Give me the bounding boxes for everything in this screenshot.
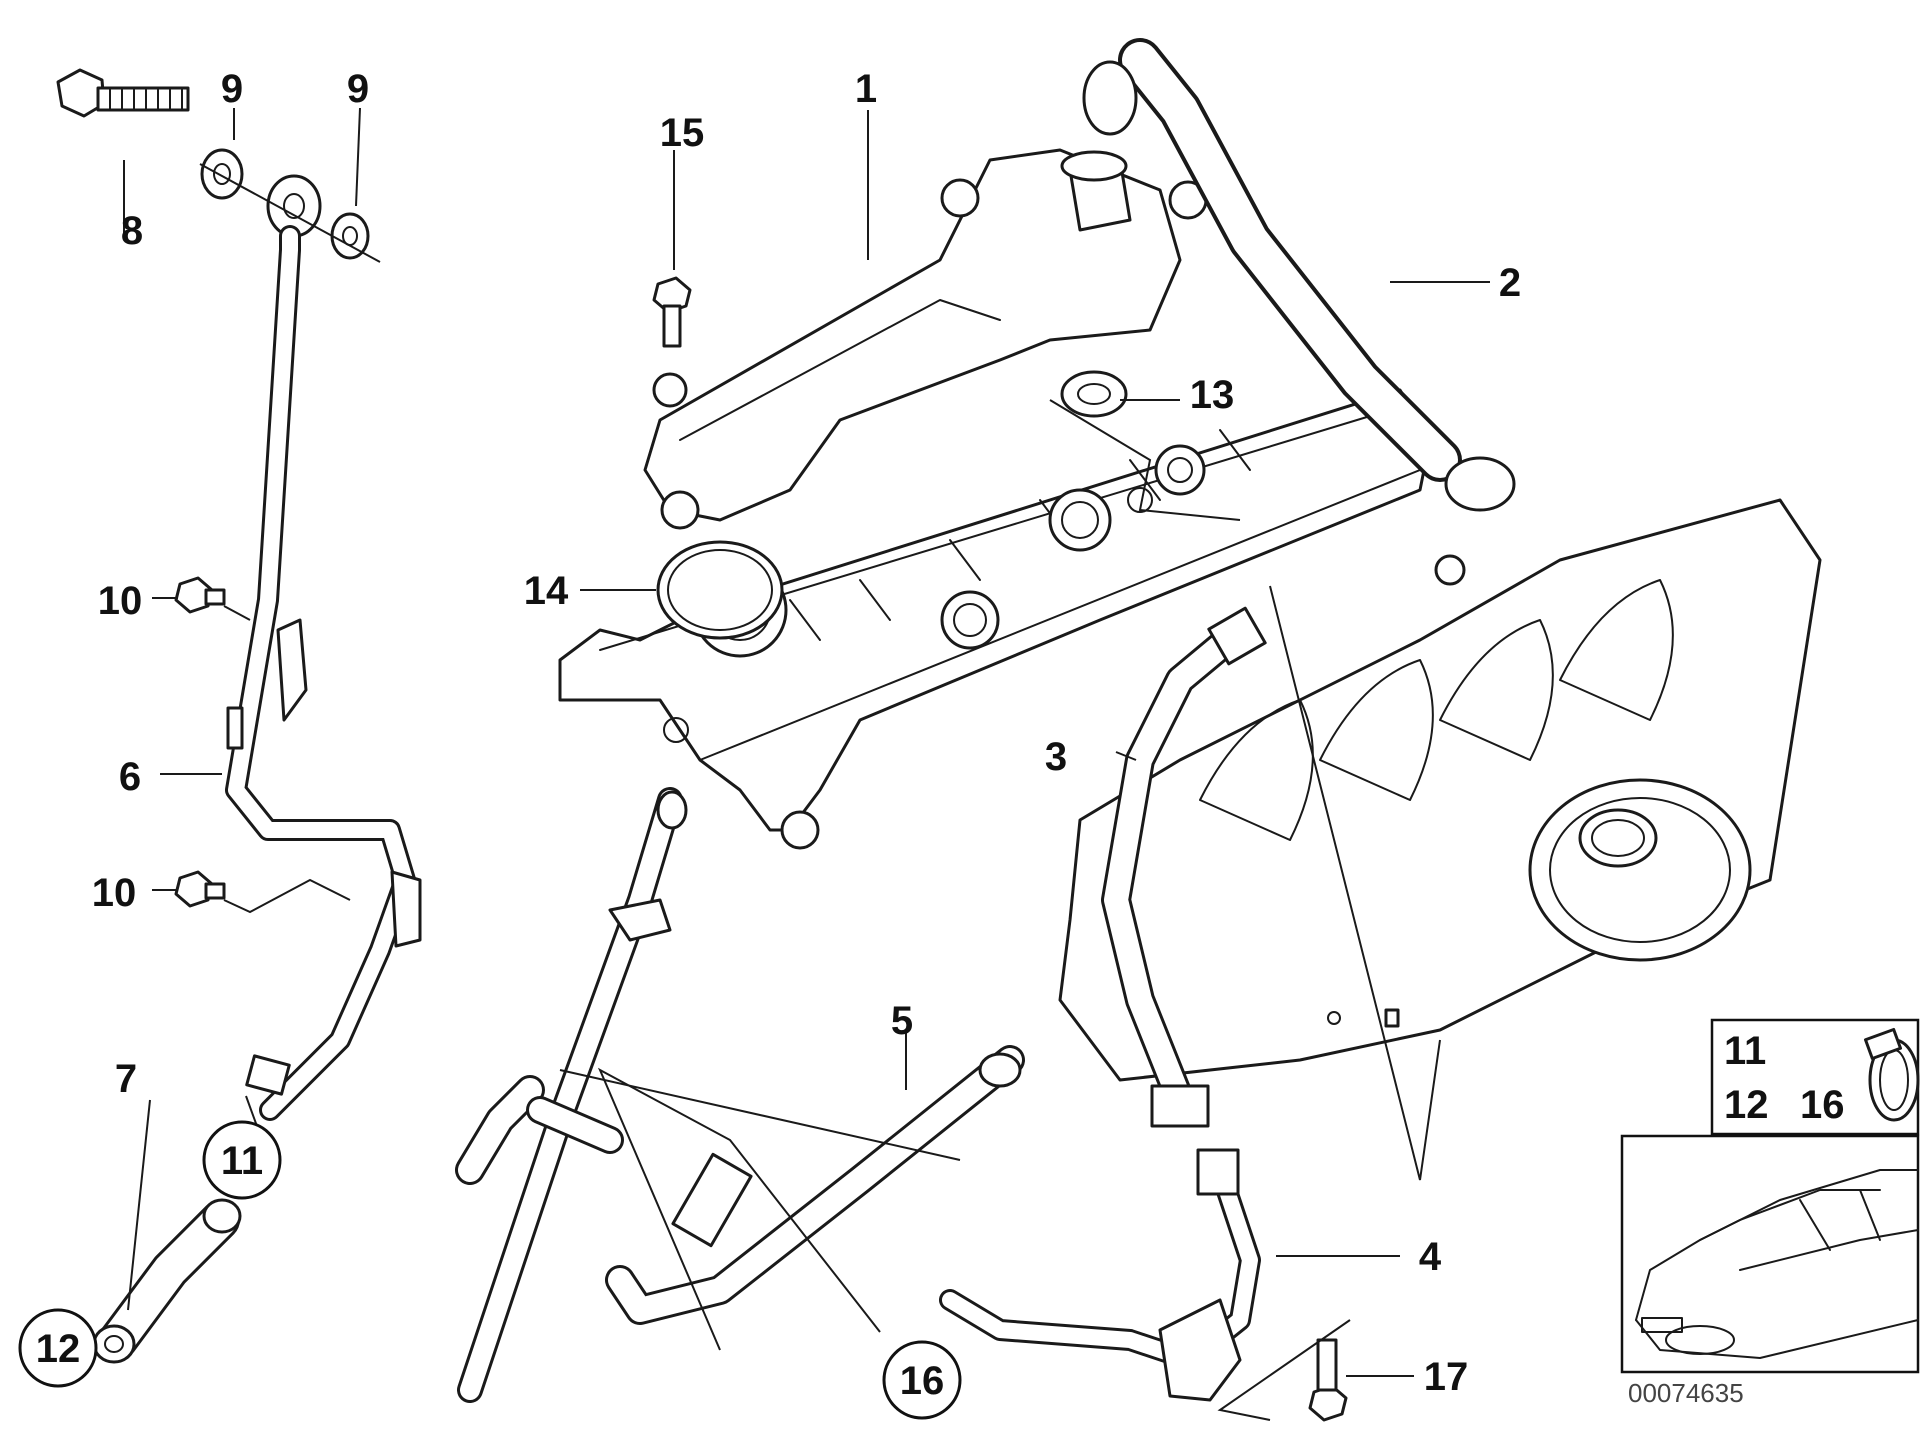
callout-4: 4 bbox=[1419, 1235, 1442, 1279]
callout-6: 6 bbox=[119, 755, 141, 799]
oil-separator-cover bbox=[643, 148, 1208, 530]
callout-10-upper: 10 bbox=[98, 579, 143, 623]
hose-7 bbox=[92, 1198, 242, 1364]
hose-clamp-icon bbox=[1863, 1027, 1920, 1122]
vent-hose-3 bbox=[1101, 606, 1267, 1128]
hose-16-left bbox=[455, 1075, 624, 1185]
vent-hose-2 bbox=[1082, 38, 1516, 512]
seal-13 bbox=[1060, 370, 1128, 418]
bolt-17 bbox=[1308, 1338, 1348, 1422]
inset-label-16: 16 bbox=[1800, 1083, 1845, 1127]
vehicle-inset bbox=[1620, 1134, 1920, 1374]
callout-8: 8 bbox=[121, 209, 143, 253]
pipe-4 bbox=[939, 1148, 1261, 1402]
callout-12-circle bbox=[18, 1308, 98, 1388]
dipstick-tube bbox=[457, 787, 688, 1403]
callout-9-left: 9 bbox=[221, 67, 243, 111]
callout-12: 12 bbox=[36, 1327, 81, 1371]
callout-10-lower: 10 bbox=[92, 871, 137, 915]
callout-2: 2 bbox=[1499, 261, 1521, 305]
callout-9-right: 9 bbox=[347, 67, 369, 111]
gasket-14 bbox=[656, 540, 784, 640]
hose-5 bbox=[605, 1045, 1025, 1325]
callout-5: 5 bbox=[891, 999, 913, 1043]
bolt-15 bbox=[652, 276, 692, 348]
callout-7: 7 bbox=[115, 1057, 137, 1101]
callout-11: 11 bbox=[221, 1139, 263, 1183]
oil-return-pipe-6 bbox=[225, 225, 422, 1121]
clamp-inset: 11 12 16 bbox=[1710, 1018, 1920, 1136]
inset-label-12: 12 bbox=[1724, 1083, 1769, 1127]
inset-label-11: 11 bbox=[1724, 1029, 1766, 1073]
callout-1: 1 bbox=[855, 67, 877, 111]
intake-manifold bbox=[1058, 498, 1822, 1082]
callout-14: 14 bbox=[524, 569, 569, 613]
callout-11-circle bbox=[202, 1120, 282, 1200]
bolt-10-upper bbox=[174, 576, 226, 614]
callout-16-circle bbox=[882, 1340, 962, 1420]
callout-16: 16 bbox=[900, 1359, 945, 1403]
callout-17: 17 bbox=[1424, 1355, 1469, 1399]
bolt-8 bbox=[56, 68, 190, 118]
reference-number: 00074635 bbox=[1628, 1378, 1744, 1408]
bolt-10-lower bbox=[174, 870, 226, 908]
car-icon bbox=[1635, 1169, 1919, 1359]
callout-3: 3 bbox=[1045, 735, 1067, 779]
callout-15: 15 bbox=[660, 111, 705, 155]
callout-13: 13 bbox=[1190, 373, 1235, 417]
washer-9-left bbox=[200, 148, 244, 200]
